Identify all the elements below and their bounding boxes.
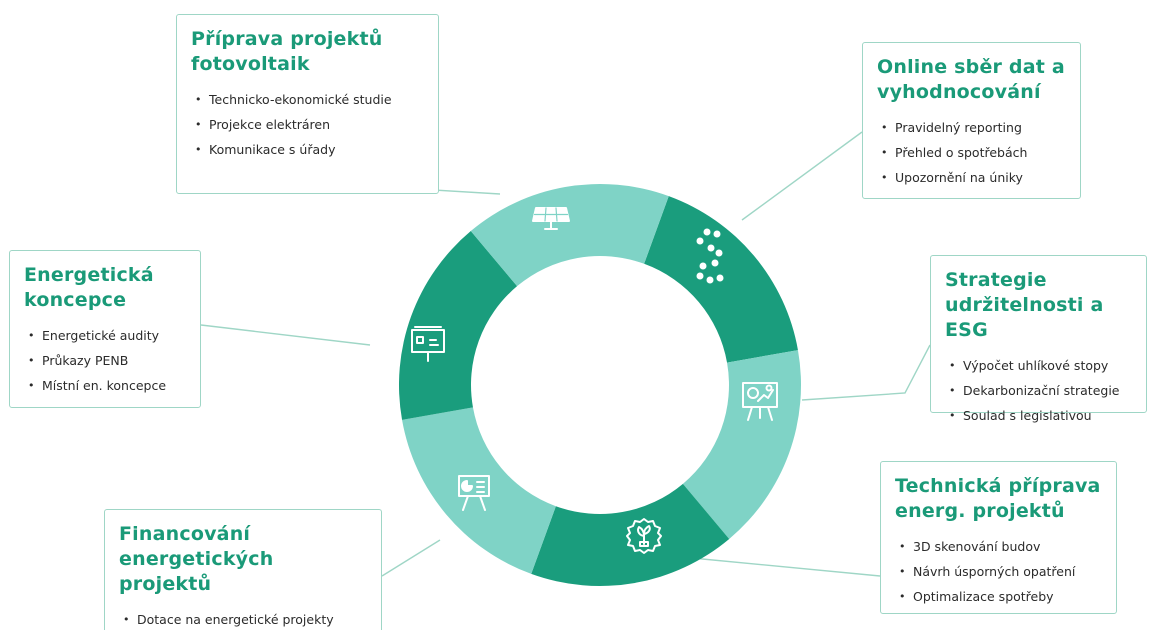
list-item: Návrh úsporných opatření bbox=[895, 559, 1102, 584]
list-item: Technicko-ekonomické studie bbox=[191, 87, 424, 112]
bullet-list: 3D skenování budov Návrh úsporných opatř… bbox=[895, 534, 1102, 609]
connector-line bbox=[801, 344, 931, 401]
card-title: Financování energetických projektů bbox=[119, 523, 274, 595]
connector-line bbox=[381, 539, 441, 577]
list-item: Komunikace s úřady bbox=[191, 137, 424, 162]
list-item: Optimalizace spotřeby bbox=[895, 584, 1102, 609]
connector-lines bbox=[200, 131, 931, 577]
card-title: Příprava projektů fotovoltaik bbox=[191, 28, 383, 75]
connector-line bbox=[691, 557, 881, 577]
card-title: Online sběr dat a vyhodnocování bbox=[877, 56, 1065, 103]
ring-segment bbox=[682, 350, 802, 539]
leaf-gear-icon bbox=[626, 518, 662, 554]
list-item: Projekce elektráren bbox=[191, 112, 424, 137]
ring-segment bbox=[470, 183, 669, 287]
bullet-list: Energetické audity Průkazy PENB Místní e… bbox=[24, 323, 186, 398]
card-title: Energetická koncepce bbox=[24, 264, 154, 311]
ring-chart-icon bbox=[696, 228, 724, 284]
solar-panel-icon bbox=[532, 207, 570, 230]
list-item: Místní en. koncepce bbox=[24, 373, 186, 398]
list-item: Dotace na energetické projekty bbox=[119, 607, 367, 632]
list-item: Výpočet uhlíkové stopy bbox=[945, 353, 1132, 378]
card-title: Strategie udržitelnosti a ESG bbox=[945, 269, 1104, 341]
card-energy-concept: Energetická koncepce Energetické audity … bbox=[9, 250, 201, 408]
bullet-list: Výpočet uhlíkové stopy Dekarbonizační st… bbox=[945, 353, 1132, 428]
list-item: Průkazy PENB bbox=[24, 348, 186, 373]
list-item: Upozornění na úniky bbox=[877, 165, 1066, 190]
connector-line bbox=[741, 131, 863, 221]
bullet-list: Technicko-ekonomické studie Projekce ele… bbox=[191, 87, 424, 162]
card-technical-preparation: Technická příprava energ. projektů 3D sk… bbox=[880, 461, 1117, 614]
connector-line bbox=[200, 324, 371, 346]
ring-segment bbox=[402, 407, 556, 574]
card-online-data: Online sběr dat a vyhodnocování Pravidel… bbox=[862, 42, 1081, 199]
list-item: Pravidelný reporting bbox=[877, 115, 1066, 140]
card-pv-projects: Příprava projektů fotovoltaik Technicko-… bbox=[176, 14, 439, 194]
bullet-list: Pravidelný reporting Přehled o spotřebác… bbox=[877, 115, 1066, 190]
ring-segment bbox=[531, 483, 730, 587]
card-title: Technická příprava energ. projektů bbox=[895, 475, 1101, 522]
list-item: Soulad s legislativou bbox=[945, 403, 1132, 428]
easel-pie-chart-icon bbox=[458, 475, 490, 511]
card-esg-strategy: Strategie udržitelnosti a ESG Výpočet uh… bbox=[930, 255, 1147, 428]
bullet-list: Dotace na energetické projekty bbox=[119, 607, 367, 632]
ring-segment bbox=[398, 231, 518, 420]
list-item: Dekarbonizační strategie bbox=[945, 378, 1132, 403]
whiteboard-icon bbox=[411, 326, 445, 362]
service-ring bbox=[398, 183, 802, 587]
list-item: Energetické audity bbox=[24, 323, 186, 348]
ring-icons bbox=[411, 207, 778, 554]
presentation-chart-icon bbox=[742, 382, 778, 421]
list-item: Přehled o spotřebách bbox=[877, 140, 1066, 165]
card-financing: Financování energetických projektů Dotac… bbox=[104, 509, 382, 632]
list-item: 3D skenování budov bbox=[895, 534, 1102, 559]
